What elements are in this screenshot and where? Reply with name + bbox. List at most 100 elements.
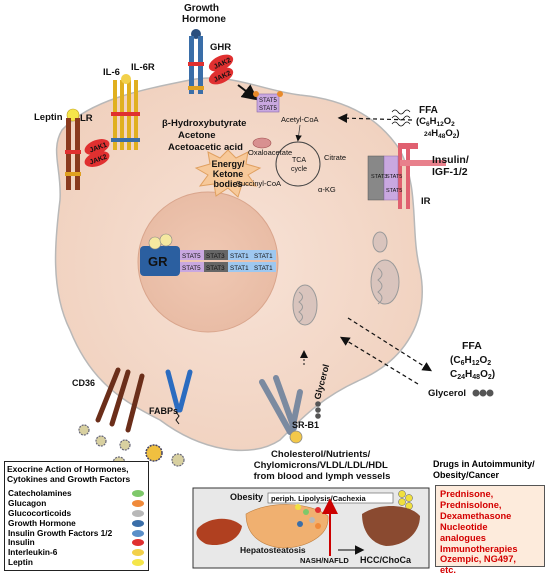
lr-label: LR	[80, 113, 93, 124]
mitochondrion-icon	[370, 259, 400, 305]
gr-label: GR	[148, 254, 168, 269]
glycerol-chain-icon	[315, 401, 321, 419]
stat3-label: STAT3	[206, 253, 225, 260]
legend-item: Insulin	[8, 538, 146, 548]
ffa-top-formula-2: 24H48O2)	[424, 128, 460, 140]
hepatosteatosis-label: Hepatosteatosis	[240, 545, 306, 555]
legend-item-label: Catecholamines	[8, 488, 72, 498]
liver-steatosis-icon	[245, 504, 329, 549]
insulin-receptor-icon	[367, 143, 446, 209]
glycerol-chain-icon	[472, 389, 494, 397]
legend-item-label: Insulin	[8, 537, 35, 548]
hcc-label: HCC/ChoCa	[360, 555, 412, 565]
ketone-acetoacetic-acid: Acetoacetic acid	[168, 142, 243, 153]
gr-complex-icon	[140, 233, 276, 276]
drug-item: Nucleotide	[440, 521, 488, 532]
il6-label: IL-6	[103, 67, 120, 78]
akg-label: α-KG	[318, 185, 336, 194]
stat1-label: STAT1	[254, 265, 273, 272]
srb1-label: SR-B1	[292, 420, 319, 430]
stat3-label: STAT3	[206, 265, 225, 272]
stat5-label: STAT5	[259, 98, 277, 104]
stat5-label: STAT5	[259, 106, 277, 112]
ghr-label: GHR	[210, 42, 231, 53]
legend-item: Interleukin-6	[8, 547, 146, 558]
legend-title-text: Exocrine Action of Hormones, Cytokines a…	[7, 464, 131, 484]
mitochondrion-icon	[292, 284, 318, 326]
stat1-label: STAT1	[254, 253, 273, 260]
liver-healthy-icon	[196, 518, 242, 546]
insulin-igf-label: Insulin/IGF-1/2	[432, 154, 469, 178]
acetyl-coa-label: Acetyl-CoA	[281, 115, 319, 124]
legend-item-label: Insulin Growth Factors 1/2	[8, 527, 113, 538]
drug-item: analogues	[440, 532, 486, 543]
drug-item: Prednisone,	[440, 489, 494, 499]
citrate-label: Citrate	[324, 153, 346, 162]
legend-swatch-icon	[132, 539, 144, 547]
lipolysis-label: periph. Lipolysis/Cachexia	[271, 494, 366, 503]
stat1-label: STAT1	[230, 265, 249, 272]
lipoprotein-icon	[78, 424, 185, 470]
obesity-label: Obesity	[230, 492, 263, 502]
stat5-dimer-icon	[253, 91, 283, 113]
stat5-label: STAT5	[386, 174, 402, 180]
legend-item: Leptin	[8, 557, 146, 568]
mitochondrion-icon	[372, 231, 388, 253]
drugs-title-text: Drugs in Autoimmunity/ Obesity/Cancer	[433, 459, 535, 480]
ffa-bottom-formula-2: C24H48O2)	[450, 369, 495, 381]
legend-item: Glucocorticoids	[8, 507, 146, 519]
ffa-bottom-label: FFA	[462, 340, 482, 352]
il6r-label: IL-6R	[131, 62, 155, 73]
stat1-label: STAT1	[230, 253, 249, 260]
energy-burst-icon	[194, 149, 262, 198]
legend-swatch-icon	[132, 509, 144, 517]
legend-item-label: Glucagon	[8, 497, 47, 508]
drug-item: Dexamethasone	[440, 510, 512, 521]
tca-cycle-circle	[275, 141, 321, 187]
stat5-label: STAT5	[182, 253, 201, 260]
il6-receptor-icon	[111, 74, 140, 150]
legend-swatch-icon	[132, 519, 144, 527]
fat-droplets-icon	[398, 490, 413, 510]
legend-item: Growth Hormone	[8, 518, 146, 529]
stat5-label: STAT5	[386, 188, 402, 194]
cd36-label: CD36	[72, 378, 95, 388]
drugs-title: Drugs in Autoimmunity/ Obesity/Cancer	[433, 459, 549, 481]
legend-item: Catecholamines	[8, 488, 146, 499]
fabps-label: FABPs	[149, 406, 178, 416]
srb1-transporter-icon	[259, 375, 303, 444]
succinyl-coa-label: Succinyl-CoA	[236, 179, 281, 188]
ketone-acetone: Acetone	[178, 130, 215, 141]
stat5-label: STAT5	[182, 265, 201, 272]
ketone-beta-hydroxybutyrate: β-Hydroxybutyrate	[162, 118, 246, 129]
drug-item: Immunotherapies	[440, 543, 518, 554]
legend-swatch-icon	[132, 529, 144, 537]
nash-label: NASH/NAFLD	[300, 556, 349, 565]
drug-item: etc.	[440, 565, 457, 576]
legend-title: Exocrine Action of Hormones, Cytokines a…	[7, 464, 147, 484]
ir-label: IR	[421, 196, 431, 207]
legend-swatch-icon	[132, 490, 144, 497]
source-label: Cholesterol/Nutrients/ Chylomicrons/VLDL…	[254, 449, 391, 482]
drug-item: Ozempic, NG497,	[440, 554, 516, 565]
oxaloacetate-label: Oxaloacetate	[248, 148, 292, 157]
legend-item-label: Leptin	[8, 557, 33, 568]
legend-panel: Exocrine Action of Hormones, Cytokines a…	[4, 461, 149, 571]
legend-item: Insulin Growth Factors 1/2	[8, 527, 146, 539]
ffa-top-formula: (C6H12O2	[416, 116, 455, 128]
legend-swatch-icon	[132, 559, 144, 567]
mitochondrion-icon	[252, 137, 272, 149]
legend-item-label: Interleukin-6	[8, 547, 58, 558]
ffa-bottom-formula: (C6H12O2	[450, 355, 491, 367]
legend-item: Glucagon	[8, 497, 146, 509]
ffa-top-label: FFA	[419, 105, 438, 116]
leptin-label: Leptin	[34, 112, 63, 123]
drug-item: Prednisolone,	[440, 499, 502, 510]
legend-item-label: Glucocorticoids	[8, 507, 72, 518]
